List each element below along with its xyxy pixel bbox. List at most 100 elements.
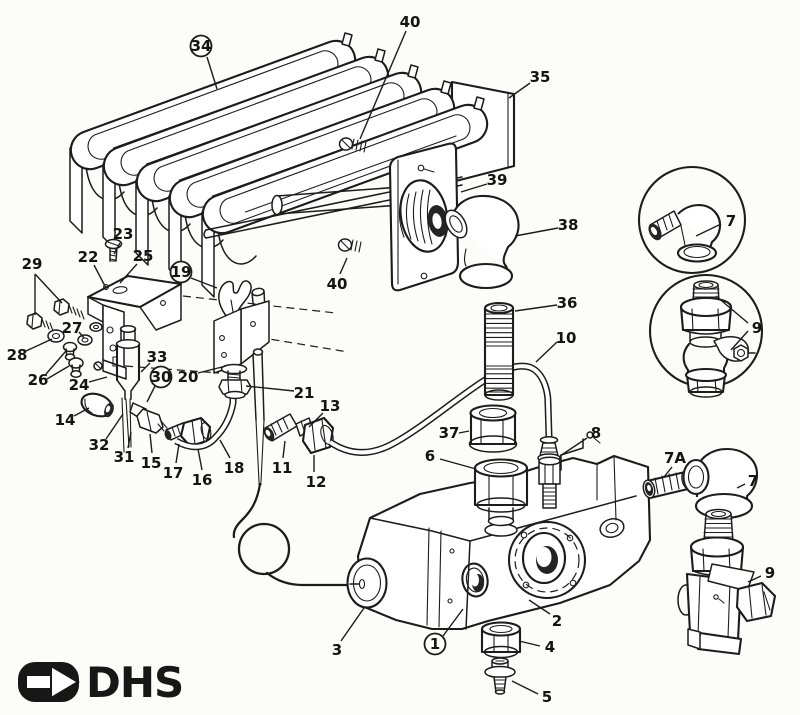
callout-label-10: 10 (556, 329, 577, 347)
callout-label-7: 7 (726, 212, 736, 230)
burner-tube-bank (69, 32, 516, 298)
elbow-7 (682, 447, 759, 520)
nut-16 (179, 416, 212, 448)
callout-18: 18 (219, 439, 245, 477)
front-port (461, 562, 489, 598)
callout-label-24: 24 (69, 376, 90, 394)
callout-25: 25 (119, 247, 154, 284)
callout-2: 2 (528, 599, 562, 630)
callout-label-25: 25 (133, 247, 154, 265)
screw-40-bottom (337, 238, 362, 253)
callout-15: 15 (141, 433, 162, 472)
dhs-logo: DHS (18, 658, 184, 707)
callout-label-15: 15 (141, 454, 162, 472)
callout-26: 26 (28, 350, 70, 389)
loose-fittings (642, 447, 777, 656)
control-cap-3 (346, 557, 388, 609)
callout-3: 3 (332, 607, 365, 659)
thermocouple (232, 348, 358, 587)
callout-21: 21 (245, 384, 315, 402)
thermocouple-connector-8 (537, 436, 561, 509)
callout-label-16: 16 (192, 471, 213, 489)
valve-9 (677, 508, 777, 656)
callout-38: 38 (514, 216, 578, 237)
callout-7A: 7A (663, 449, 686, 478)
pilot-nut-21 (218, 379, 252, 395)
callout-label-26: 26 (28, 371, 49, 389)
callout-17: 17 (163, 443, 184, 482)
callout-label-39: 39 (487, 171, 508, 189)
callout-label-18: 18 (224, 459, 245, 477)
callout-16: 16 (192, 448, 213, 489)
callout-label-33: 33 (147, 348, 168, 366)
callout-label-22: 22 (78, 248, 99, 266)
callout-label-34: 34 (191, 37, 212, 55)
callout-label-8: 8 (591, 424, 601, 442)
callout-label-11: 11 (272, 459, 293, 477)
callout-12: 12 (306, 455, 327, 491)
grommets-26 (62, 341, 84, 378)
callout-40: 40 (327, 257, 348, 293)
nut-12 (301, 416, 335, 455)
callout-label-7A: 7A (664, 449, 686, 467)
callout-label-20: 20 (178, 368, 199, 386)
screw-40-top (338, 137, 367, 153)
callout-label-1: 1 (430, 635, 440, 653)
callout-39: 39 (460, 171, 508, 193)
callout-label-12: 12 (306, 473, 327, 491)
callout-23: 23 (113, 225, 134, 255)
callout-label-36: 36 (557, 294, 578, 312)
callout-14: 14 (55, 407, 90, 429)
callout-label-13: 13 (320, 397, 341, 415)
callout-5: 5 (511, 680, 552, 706)
callout-label-9: 9 (752, 319, 762, 337)
nut-37 (468, 404, 518, 453)
callout-label-23: 23 (113, 225, 134, 243)
union-nut-6 (473, 458, 529, 527)
nipple-36 (483, 301, 515, 401)
callout-label-35: 35 (530, 68, 551, 86)
callout-37: 37 (439, 424, 470, 442)
pilot-bracket (86, 274, 183, 369)
callout-label-7: 7 (748, 472, 758, 490)
screws-29 (26, 298, 85, 332)
callout-35: 35 (508, 68, 551, 99)
flue-elbow-38 (444, 194, 520, 290)
callout-40: 40 (359, 13, 421, 140)
nipple-7A (642, 470, 691, 500)
callout-label-4: 4 (545, 638, 555, 656)
callout-19: 19 (169, 260, 218, 289)
callout-1: 1 (423, 608, 464, 656)
callout-9: 9 (715, 295, 762, 351)
callout-label-21: 21 (294, 384, 315, 402)
callout-label-28: 28 (7, 346, 28, 364)
logo-text: DHS (86, 658, 183, 707)
callout-label-14: 14 (55, 411, 76, 429)
callout-31: 31 (114, 431, 135, 466)
callout-label-37: 37 (439, 424, 460, 442)
callout-4: 4 (518, 638, 555, 656)
callout-label-6: 6 (425, 447, 435, 465)
callout-36: 36 (514, 294, 578, 312)
pilot-screw-5 (484, 657, 516, 695)
callout-label-29: 29 (22, 255, 43, 273)
bracket-clip-24 (93, 359, 127, 380)
callout-27: 27 (62, 319, 85, 339)
callout-7: 7 (695, 212, 736, 237)
callout-label-31: 31 (114, 448, 135, 466)
callout-label-2: 2 (552, 612, 562, 630)
pilot-feed-tube-18 (174, 398, 237, 451)
igniter-14 (80, 392, 114, 418)
callout-29: 29 (22, 255, 63, 315)
callout-28: 28 (7, 338, 53, 364)
callout-8: 8 (559, 424, 601, 457)
detail-circle-valve-9 (648, 273, 764, 398)
callout-label-32: 32 (89, 436, 110, 454)
pilot-burner-33 (112, 325, 141, 453)
callout-label-40: 40 (400, 13, 421, 31)
callout-33: 33 (140, 348, 168, 373)
callout-label-17: 17 (163, 464, 184, 482)
